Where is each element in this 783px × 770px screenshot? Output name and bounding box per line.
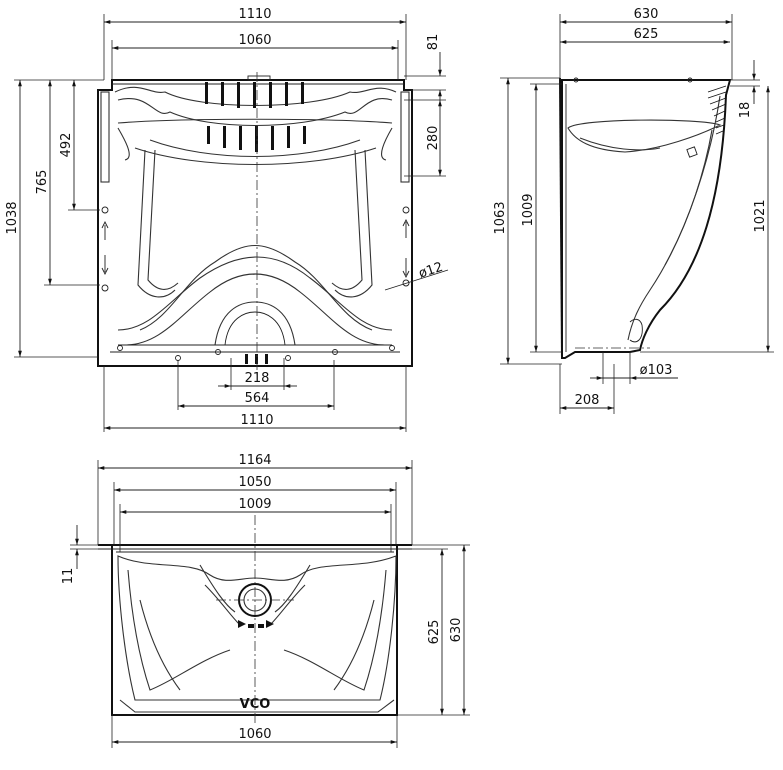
plan-view: VCO bbox=[98, 515, 412, 725]
right-wall-perforation bbox=[400, 91, 410, 183]
front-drain bbox=[214, 301, 296, 346]
dim-side-right-18: 18 bbox=[738, 102, 753, 119]
front-dimensions: 1110 1060 81 280 1038 765 492 ø12 bbox=[5, 7, 446, 432]
dim-plan-top-1164: 1164 bbox=[238, 453, 271, 468]
dim-front-top-1110: 1110 bbox=[238, 7, 271, 22]
dim-side-left-1063: 1063 bbox=[493, 201, 508, 234]
dim-front-right-81: 81 bbox=[426, 34, 441, 51]
dim-plan-right-630: 630 bbox=[449, 618, 464, 643]
front-body-outline bbox=[97, 79, 413, 367]
side-view bbox=[559, 77, 732, 359]
dim-side-bottom-208: 208 bbox=[575, 393, 600, 408]
dim-side-top-630: 630 bbox=[634, 7, 659, 22]
dim-side-drain-103: ø103 bbox=[640, 363, 673, 378]
dim-side-right-1021: 1021 bbox=[753, 199, 768, 232]
left-wall-perforation bbox=[100, 91, 110, 183]
dim-front-bottom-564: 564 bbox=[245, 391, 270, 406]
dim-front-left-765: 765 bbox=[35, 170, 50, 195]
dim-front-right-280: 280 bbox=[426, 126, 441, 151]
plan-body-outline bbox=[111, 544, 398, 716]
dim-plan-left-11: 11 bbox=[61, 568, 76, 585]
dim-plan-bottom-1060: 1060 bbox=[238, 727, 271, 742]
dim-side-left-1009: 1009 bbox=[521, 193, 536, 226]
front-view bbox=[97, 72, 449, 376]
side-basin-profile bbox=[567, 119, 722, 153]
front-screws bbox=[101, 206, 410, 361]
plan-basin-outline bbox=[117, 555, 397, 701]
dim-front-left-1038: 1038 bbox=[5, 201, 20, 234]
dim-plan-right-625: 625 bbox=[427, 620, 442, 645]
dim-front-top-1060: 1060 bbox=[238, 33, 271, 48]
dim-front-hole-12: ø12 bbox=[417, 260, 445, 282]
dim-plan-top-1050: 1050 bbox=[238, 475, 271, 490]
dim-front-left-492: 492 bbox=[59, 133, 74, 158]
dim-plan-top-1009: 1009 bbox=[238, 497, 271, 512]
dim-front-bottom-218: 218 bbox=[245, 371, 270, 386]
side-body-outline bbox=[561, 79, 732, 359]
dim-front-bottom-1110: 1110 bbox=[240, 413, 273, 428]
plan-dimensions: 1164 1050 1009 11 625 630 1060 bbox=[61, 453, 470, 748]
front-grid-bars bbox=[205, 82, 306, 152]
front-lower-arch bbox=[117, 256, 393, 331]
side-dimensions: 630 625 18 1021 1063 1009 ø103 2 bbox=[493, 7, 774, 414]
dim-side-top-625: 625 bbox=[634, 27, 659, 42]
side-hatch bbox=[707, 85, 727, 135]
